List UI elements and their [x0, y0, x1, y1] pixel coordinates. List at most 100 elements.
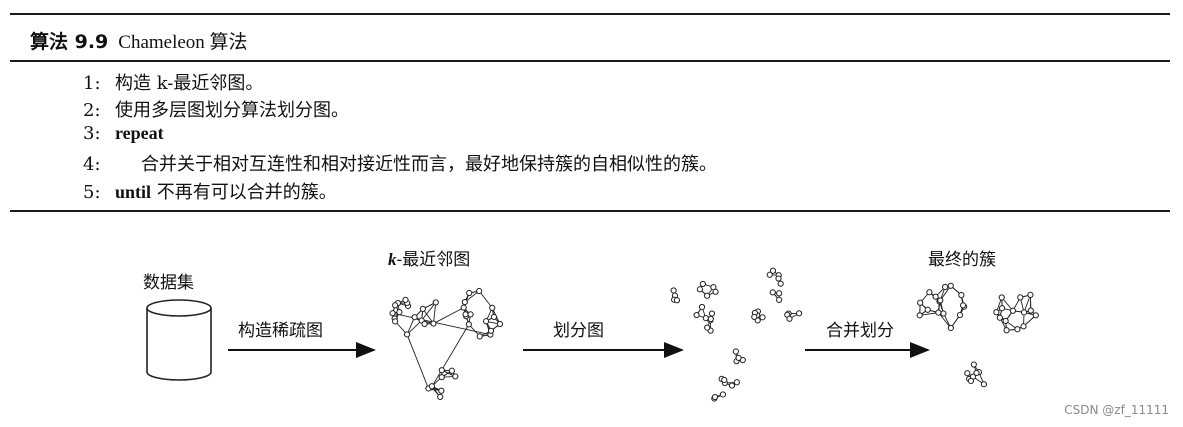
graph-node: [452, 373, 459, 380]
graph-node: [967, 377, 975, 385]
graph-node: [487, 327, 495, 334]
graph-node: [795, 310, 803, 317]
final-clusters-label: 最终的簇: [928, 250, 996, 270]
graph-node: [766, 271, 773, 278]
graph-node: [1027, 307, 1034, 314]
graph-node: [958, 292, 965, 299]
arrow-label-partition: 划分图: [553, 321, 604, 341]
graph-node: [419, 305, 426, 312]
graph-node: [998, 294, 1005, 301]
graph-node: [719, 391, 727, 398]
graph-node: [1032, 312, 1039, 319]
graph-node: [1027, 291, 1034, 299]
graph-node: [769, 289, 776, 296]
graph-node: [402, 296, 409, 303]
graph-node: [941, 283, 949, 291]
step-number: 3:: [83, 123, 101, 144]
graph-node: [996, 314, 1003, 321]
graph-node: [496, 320, 504, 328]
graph-node: [1020, 309, 1028, 316]
graph-node: [411, 314, 418, 321]
graph-node: [924, 306, 931, 313]
step-number: 1:: [83, 73, 101, 94]
step-text: 合并关于相对互连性和相对接近性而言，最好地保持簇的自相似性的簇。: [141, 154, 717, 175]
step-keyword-repeat: repeat: [115, 123, 164, 143]
graph-node: [1002, 317, 1009, 325]
top-rule: [10, 13, 1170, 15]
step-text: 不再有可以合并的簇。: [151, 182, 337, 203]
graph-node: [708, 310, 716, 317]
knn-graph-label: k-最近邻图: [388, 245, 470, 270]
graph-node: [698, 303, 706, 311]
graph-node: [973, 369, 980, 377]
graph-node: [712, 288, 719, 295]
step-text: 使用多层图划分算法划分图。: [115, 100, 349, 121]
dataset-label: 数据集: [143, 273, 194, 293]
graph-node: [769, 267, 777, 274]
step-number: 2:: [83, 100, 101, 121]
graph-node: [964, 370, 971, 377]
graph-node: [935, 309, 942, 316]
csdn-watermark: CSDN @zf_11111: [1064, 403, 1169, 417]
graph-node: [465, 321, 472, 328]
graph-edge: [433, 302, 437, 324]
graph-edge: [433, 307, 464, 324]
graph-node: [696, 286, 704, 293]
graph-edge: [919, 312, 939, 316]
graph-node: [670, 287, 677, 294]
graph-node: [956, 311, 964, 319]
graph-node: [776, 296, 783, 304]
graph-node: [438, 374, 445, 381]
graph-node: [462, 311, 469, 318]
graph-node: [702, 315, 709, 322]
graph-node: [721, 376, 728, 384]
algorithm-name: Chameleon 算法: [118, 32, 248, 53]
algorithm-number: 算法 9.9: [30, 31, 109, 53]
graph-node: [461, 298, 468, 306]
graph-edge: [406, 320, 422, 335]
graph-edge: [431, 324, 470, 388]
graph-node: [432, 299, 439, 306]
step-1: 1: 构造 k-最近邻图。: [83, 69, 263, 95]
graph-node: [699, 280, 706, 288]
graph-node: [438, 387, 445, 394]
graph-node: [735, 354, 742, 362]
step-number: 5:: [83, 182, 101, 203]
graph-node: [438, 367, 445, 374]
graph-node: [476, 333, 483, 340]
graph-node: [711, 393, 719, 401]
graph-node: [673, 297, 681, 304]
step-2: 2: 使用多层图划分算法划分图。: [83, 96, 349, 122]
graph-node: [403, 331, 411, 338]
step-text: 构造 k-最近邻图。: [115, 73, 264, 94]
graph-node: [489, 304, 496, 311]
graph-node: [693, 311, 700, 319]
graph-node: [703, 292, 711, 299]
graph-node: [466, 289, 473, 297]
graph-node: [482, 318, 490, 325]
graph-node: [428, 383, 435, 390]
graph-node: [430, 320, 437, 327]
graph-node: [392, 318, 399, 325]
graph-node: [728, 382, 736, 389]
graph-node: [917, 299, 924, 306]
graph-node: [1017, 294, 1024, 301]
graph-node: [448, 367, 456, 374]
graph-node: [932, 293, 939, 300]
graph-node: [733, 379, 740, 386]
graph-node: [959, 302, 967, 309]
graph-node: [1003, 327, 1010, 334]
knn-k-symbol: k: [388, 250, 397, 269]
graph-edge: [406, 317, 416, 335]
graph-node: [467, 311, 474, 318]
graph-node: [777, 280, 784, 287]
graph-node: [437, 393, 444, 400]
graph-node: [476, 287, 483, 295]
graph-node: [1014, 326, 1021, 333]
graph-node: [998, 305, 1006, 312]
step-4: 4:合并关于相对互连性和相对接近性而言，最好地保持簇的自相似性的簇。: [83, 150, 717, 176]
graph-node: [970, 361, 977, 368]
arrow-label-sparsify: 构造稀疏图: [238, 321, 323, 341]
graph-node: [759, 314, 766, 321]
